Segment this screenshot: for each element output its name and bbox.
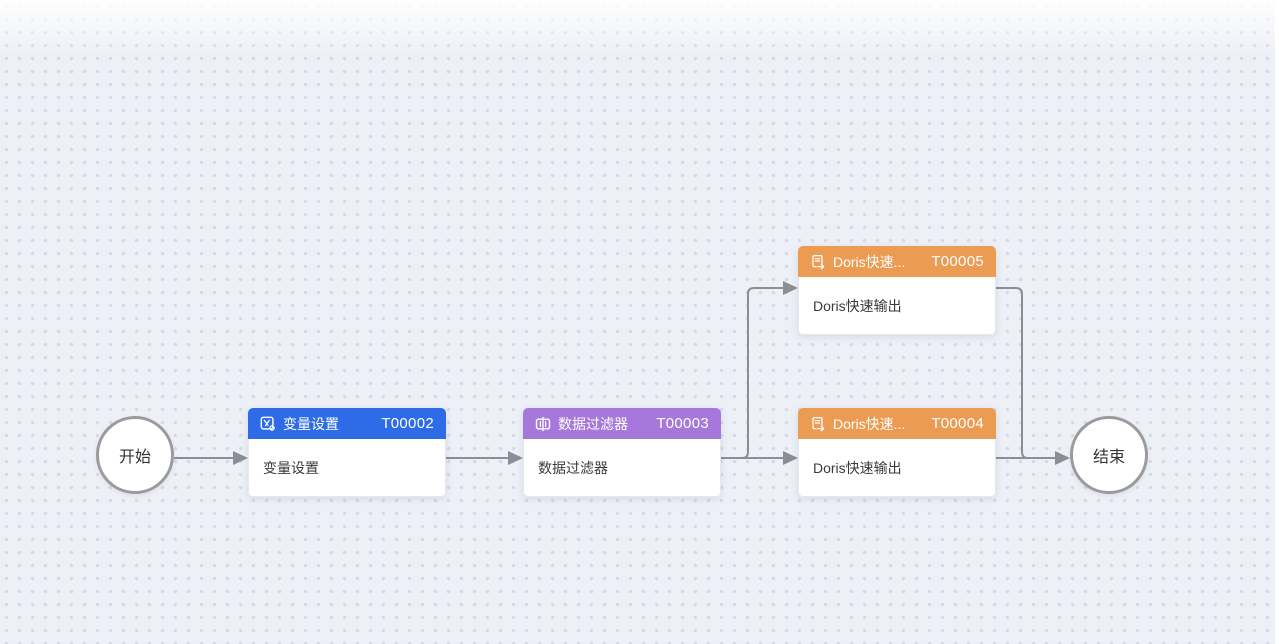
task-node-t00003[interactable]: 数据过滤器 T00003 数据过滤器 [523,408,721,497]
start-node[interactable]: 开始 [96,416,174,494]
task-title: 数据过滤器 [558,415,628,432]
task-node-t00004[interactable]: Doris快速... T00004 Doris快速输出 [798,408,996,497]
task-body: 数据过滤器 [523,439,721,497]
end-node[interactable]: 结束 [1070,416,1148,494]
task-header: 数据过滤器 T00003 [523,408,721,439]
edge-start-to-t00002[interactable] [174,451,248,465]
task-node-t00005[interactable]: Doris快速... T00005 Doris快速输出 [798,246,996,335]
task-id: T00004 [931,415,984,432]
task-title: Doris快速... [833,415,906,432]
edge-t00002-to-t00003[interactable] [446,451,523,465]
task-header: Doris快速... T00004 [798,408,996,439]
task-body-label: Doris快速输出 [813,459,902,476]
edge-t00003-to-t00005[interactable] [721,281,798,459]
task-header: 变量设置 T00002 [248,408,446,439]
task-body-label: 数据过滤器 [538,459,608,476]
edge-t00005-to-end[interactable] [996,287,1044,459]
export-document-icon [812,416,825,431]
task-body: Doris快速输出 [798,439,996,497]
export-document-icon [812,254,825,269]
task-id: T00005 [931,253,984,270]
end-node-label: 结束 [1092,449,1125,466]
task-body: Doris快速输出 [798,277,996,335]
task-body-label: 变量设置 [263,459,319,476]
start-node-label: 开始 [118,449,151,466]
scrollbar-track[interactable] [1275,0,1279,644]
edge-t00004-to-end[interactable] [996,451,1070,465]
task-title: 变量设置 [283,415,339,432]
task-node-t00002[interactable]: 变量设置 T00002 变量设置 [248,408,446,497]
task-title: Doris快速... [833,253,906,270]
task-id: T00003 [656,415,709,432]
task-body-label: Doris快速输出 [813,297,902,314]
data-filter-icon [535,416,551,431]
task-body: 变量设置 [248,439,446,497]
task-header: Doris快速... T00005 [798,246,996,277]
variable-settings-icon [260,416,275,431]
task-id: T00002 [381,415,434,432]
